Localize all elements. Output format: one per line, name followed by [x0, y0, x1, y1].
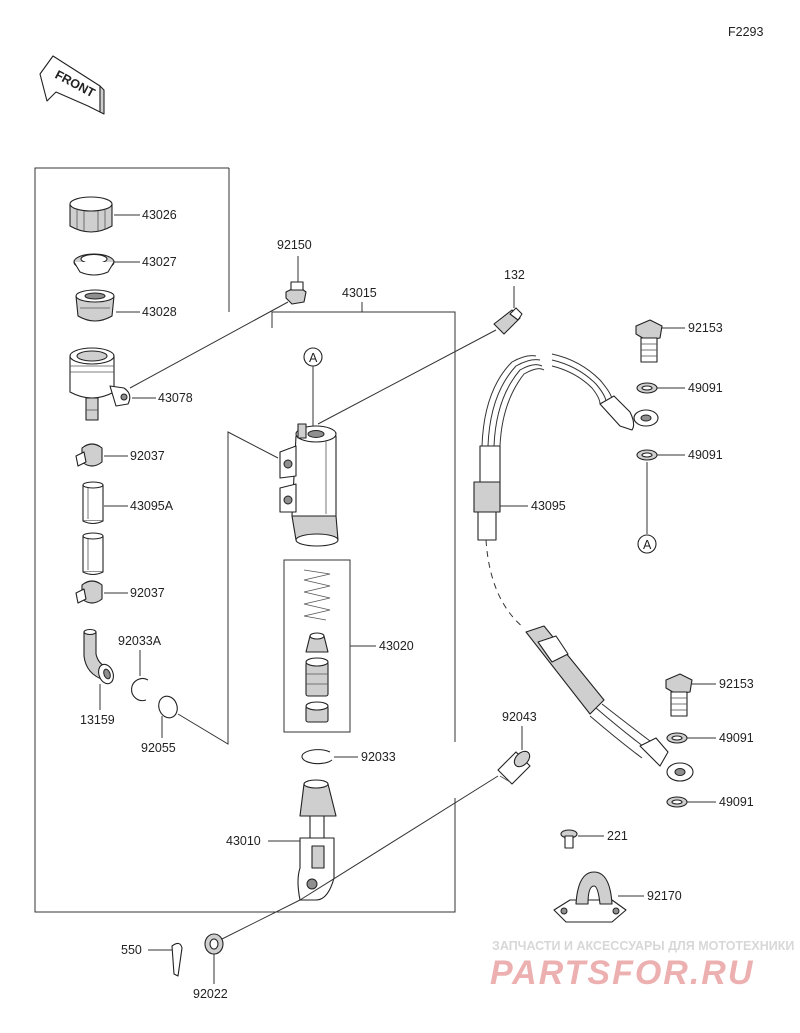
washer-49091-d: [666, 796, 688, 808]
label-550: 550: [121, 943, 142, 957]
label-92055: 92055: [141, 741, 176, 755]
push-rod-assembly: [297, 779, 337, 901]
washer-92022: [204, 933, 224, 955]
cotter-pin: [171, 942, 183, 977]
banjo-bolt-top: [635, 319, 663, 363]
label-43026: 43026: [142, 208, 177, 222]
hose-clamp-top: [75, 443, 103, 467]
hose-clamp-92170: [553, 871, 627, 923]
label-92150: 92150: [277, 238, 312, 252]
reservoir-plate: [73, 253, 115, 276]
label-43095: 43095: [531, 499, 566, 513]
reservoir-hose: [82, 481, 104, 576]
label-92037-bottom: 92037: [130, 586, 165, 600]
label-43078: 43078: [158, 391, 193, 405]
piston-cup: [305, 632, 329, 653]
master-cylinder-body: [279, 423, 339, 547]
label-49091-b: 49091: [688, 448, 723, 462]
piston-spring: [303, 569, 331, 621]
washer-49091-a: [636, 382, 658, 394]
callout-a-hose: [637, 534, 657, 554]
brake-hose: [473, 353, 694, 782]
label-13159: 13159: [80, 713, 115, 727]
label-92170: 92170: [647, 889, 682, 903]
watermark-tagline: ЗАПЧАСТИ И АКСЕССУАРЫ ДЛЯ МОТОТЕХНИКИ: [492, 939, 794, 953]
label-43015: 43015: [342, 286, 377, 300]
screw-221: [560, 829, 578, 849]
label-43027: 43027: [142, 255, 177, 269]
washer-49091-c: [666, 732, 688, 744]
figure-code: F2293: [728, 25, 763, 39]
label-43010: 43010: [226, 834, 261, 848]
watermark: ЗАПЧАСТИ И АКСЕССУАРЫ ДЛЯ МОТОТЕХНИКИ PA…: [490, 939, 794, 992]
washer-49091-b: [636, 449, 658, 461]
piston: [305, 657, 329, 697]
label-43095A: 43095A: [130, 499, 174, 513]
bleeder-valve: [493, 307, 523, 335]
callout-a-hose-letter: A: [643, 538, 652, 552]
hose-fitting-elbow: [83, 628, 114, 685]
label-132: 132: [504, 268, 525, 282]
reservoir-cap: [69, 196, 113, 233]
circlip-92033: [301, 749, 333, 765]
hose-clamp-bottom: [75, 580, 103, 604]
reservoir-tank: [69, 347, 131, 421]
bracket-43015: [271, 311, 456, 340]
label-92033: 92033: [361, 750, 396, 764]
label-92022: 92022: [193, 987, 228, 1001]
piston-secondary-cup: [305, 701, 329, 723]
callout-a-cylinder-letter: A: [309, 351, 318, 365]
banjo-bolt-bottom: [665, 673, 693, 717]
o-ring-92055: [158, 695, 178, 719]
label-92033A: 92033A: [118, 634, 162, 648]
watermark-logo: PARTSFOR.RU: [490, 954, 754, 992]
label-92037-top: 92037: [130, 449, 165, 463]
label-49091-a: 49091: [688, 381, 723, 395]
label-49091-c: 49091: [719, 731, 754, 745]
reservoir-diaphragm: [75, 289, 115, 322]
label-49091-d: 49091: [719, 795, 754, 809]
front-direction-arrow: FRONT: [39, 55, 105, 115]
label-43028: 43028: [142, 305, 177, 319]
label-92153-bottom: 92153: [719, 677, 754, 691]
screw-92150: [285, 281, 307, 305]
label-43020: 43020: [379, 639, 414, 653]
label-221: 221: [607, 829, 628, 843]
label-92043: 92043: [502, 710, 537, 724]
circlip-92033A: [131, 678, 149, 702]
clevis-pin: [497, 750, 531, 785]
label-92153-top: 92153: [688, 321, 723, 335]
reservoir-assembly-frame: [34, 167, 456, 913]
